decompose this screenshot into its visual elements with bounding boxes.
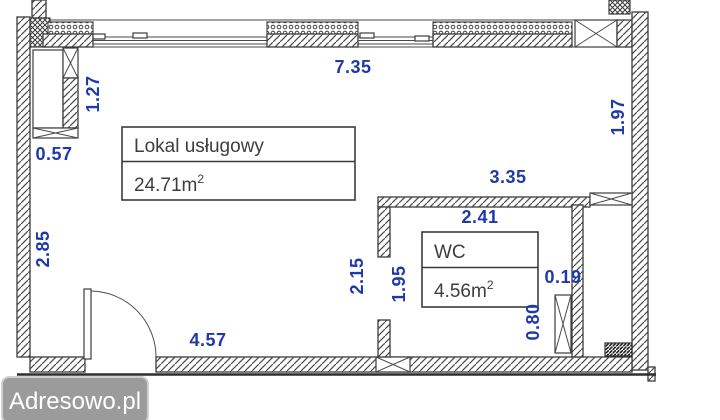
wc-top-junction [589, 192, 633, 206]
insulation-band [47, 21, 94, 35]
door-swing-arc [90, 290, 157, 358]
main-room-label: Lokal usługowy 24.71m2 [121, 126, 356, 201]
left-outer-wall [16, 16, 31, 358]
window-2 [358, 32, 433, 45]
watermark-box [1, 376, 149, 420]
door-leaf [83, 288, 92, 360]
niche [32, 47, 79, 139]
dim-niche-height: 1.27 [83, 75, 103, 112]
wc-left-wall-lower [377, 319, 391, 358]
niche-sill [32, 127, 79, 139]
radiator [604, 342, 633, 357]
bottom-wall-junction [375, 356, 411, 373]
dim-shaft-width: 0.19 [544, 267, 581, 287]
top-right-column [574, 19, 618, 48]
insulation-band [432, 21, 573, 35]
dim-wc-inner-width: 2.41 [461, 207, 498, 227]
dim-right-side-upper: 1.97 [608, 98, 628, 135]
right-outer-wall [631, 11, 649, 371]
dim-partition-height: 2.15 [347, 257, 367, 294]
wc-room-name: WC [434, 242, 466, 263]
wc-label-box [421, 231, 539, 308]
dim-wc-outer-width: 3.35 [489, 167, 526, 187]
dim-left-side-lower: 2.85 [33, 230, 53, 267]
insulation-band [266, 21, 359, 35]
main-room-name: Lokal usługowy [134, 136, 264, 157]
wc-right-wall [571, 204, 584, 358]
dim-shaft-height: 0.80 [523, 303, 543, 340]
watermark: Adresowo.pl [1, 376, 149, 420]
wall-pier [432, 33, 573, 48]
niche-wall-stub [62, 77, 79, 129]
main-room-area: 24.71m2 [134, 172, 204, 196]
dim-bottom-inner-width: 4.57 [189, 330, 226, 350]
entrance-door [83, 288, 157, 360]
watermark-text: Adresowo.pl [9, 388, 141, 415]
wall-pier [266, 33, 359, 48]
niche-opening [32, 49, 64, 129]
ventilation-shaft [554, 294, 572, 354]
dim-top-width: 7.35 [334, 57, 371, 77]
wall-pier [42, 33, 94, 48]
bottom-wall-left-segment [29, 356, 86, 373]
wall-pier [616, 19, 633, 48]
niche-column [62, 47, 79, 79]
outer-walls [16, 0, 656, 382]
wc-left-wall-upper [377, 206, 391, 258]
dim-wc-inner-height: 1.95 [389, 265, 409, 302]
dimension-labels: 7.35 1.27 0.57 1.97 2.85 3.35 2.41 2.15 … [33, 57, 628, 350]
top-left-wall-stub [31, 0, 47, 19]
main-room-label-box [121, 126, 356, 201]
wc-room-area: 4.56m2 [434, 278, 494, 302]
dim-niche-width: 0.57 [35, 144, 72, 164]
wc-label: WC 4.56m2 [421, 231, 539, 308]
window-1 [92, 32, 267, 45]
wc-top-wall [377, 196, 591, 208]
top-right-wall-stub [608, 0, 631, 15]
wc-enclosure [377, 192, 633, 358]
